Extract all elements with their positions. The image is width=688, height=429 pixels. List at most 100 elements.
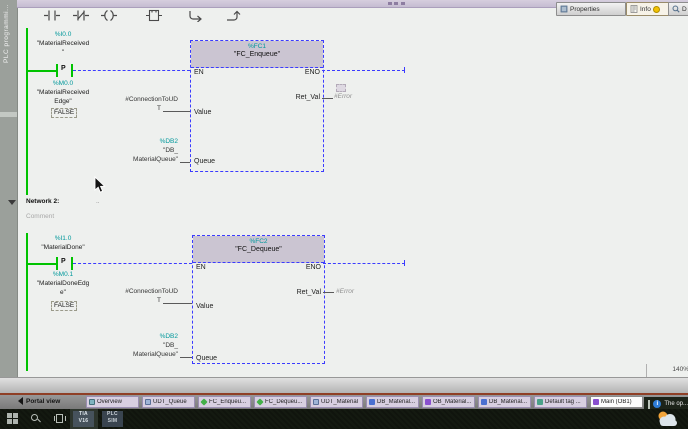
p-contact[interactable] (71, 257, 73, 270)
tab-label: DB_Material... (489, 399, 528, 405)
open-branch-icon[interactable] (188, 9, 204, 22)
ret-operand[interactable]: #Error (336, 288, 355, 295)
portal-view-arrow-icon (18, 397, 23, 405)
operand-material-received[interactable]: %I0.0 "MaterialReceived " (36, 31, 90, 56)
block-header: %FC1 "FC_Enqueue" (191, 41, 323, 68)
editor-bar-tab[interactable]: DB_Material... (366, 396, 419, 408)
monitor-value: FALSE (51, 301, 78, 311)
pin-value[interactable]: Value (196, 303, 214, 310)
operand-material-received-edge[interactable]: %M0.0 "MaterialReceived Edge" (36, 80, 90, 105)
editor-bar-tab[interactable]: Main (OB1) (590, 396, 643, 408)
network-title[interactable]: Network 2: (26, 198, 60, 205)
p-contact[interactable] (56, 257, 58, 270)
close-branch-icon[interactable] (225, 9, 241, 22)
operand-material-done[interactable]: %I1.0 "MaterialDone" (41, 235, 85, 251)
weather-icon[interactable] (653, 410, 681, 429)
tab-label: Default tag ... (545, 399, 581, 405)
tab-label: OB_Material... (433, 399, 472, 405)
diagnostics-button[interactable]: D (668, 2, 688, 16)
operand-db-material-queue[interactable]: %DB2 "DB_ MaterialQueue" (133, 138, 178, 163)
plc-programming-side-tab[interactable]: PLC programmi... (0, 0, 18, 377)
normally-open-contact-icon[interactable] (44, 9, 60, 22)
tab-label: Main (OB1) (601, 399, 632, 405)
pin-eno[interactable]: ENO (304, 69, 320, 76)
fc-icon (200, 398, 208, 406)
editor-bar-tab[interactable]: UDT_Material (310, 396, 363, 408)
pin-ret-val[interactable]: Ret_Val (296, 289, 321, 296)
task-view-icon[interactable] (54, 413, 66, 425)
wire-end (404, 67, 405, 73)
mouse-cursor (94, 175, 106, 199)
info-icon (630, 5, 638, 13)
editor-bar-tab[interactable]: FC_Dequeu... (254, 396, 307, 408)
editor-bar-tab[interactable]: FC_Enqueu... (198, 396, 251, 408)
editor-bar-tab[interactable]: Overview (86, 396, 139, 408)
taskbar-notification[interactable]: i The op... (644, 397, 688, 411)
operand-connection-to-udt[interactable]: #ConnectionToUD T (125, 288, 178, 304)
udt-icon (313, 399, 319, 405)
pin-queue[interactable]: Queue (196, 355, 218, 362)
pin-en[interactable]: EN (194, 69, 204, 76)
wire (163, 111, 190, 112)
empty-box-icon[interactable] (146, 9, 162, 22)
tab-label: UDT_Material (321, 399, 359, 405)
wire-selected (73, 70, 190, 71)
editor-bar-tab[interactable]: OB_Material... (422, 396, 475, 408)
monitor-value: FALSE (51, 108, 78, 118)
p-contact[interactable] (71, 64, 73, 77)
portal-view-button[interactable]: Portal view (18, 397, 60, 405)
wire (322, 98, 333, 99)
tab-label: FC_Enqueu... (209, 399, 247, 405)
normally-closed-contact-icon[interactable] (73, 9, 89, 22)
operand-db-material-queue[interactable]: %DB2 "DB_ MaterialQueue" (133, 333, 178, 358)
wire (323, 292, 334, 293)
wire-end (404, 260, 405, 266)
editor-bar-tab[interactable]: UDT_Queue (142, 396, 195, 408)
power-rail (26, 28, 28, 195)
pin-eno[interactable]: ENO (305, 264, 321, 271)
start-button[interactable] (7, 413, 19, 425)
editor-bar-tab[interactable]: Default tag ... (534, 396, 587, 408)
pin-queue[interactable]: Queue (194, 158, 216, 165)
tia-portal-taskbar-icon[interactable]: TIA V16 (73, 411, 94, 427)
network-collapse-icon[interactable] (8, 200, 16, 205)
pin-en[interactable]: EN (196, 264, 206, 271)
pin-ret-val[interactable]: Ret_Val (295, 94, 320, 101)
overview-icon (89, 399, 95, 405)
tagtable-icon (537, 399, 543, 405)
search-icon[interactable] (30, 413, 42, 425)
fc-enqueue-block[interactable]: %FC1 "FC_Enqueue" EN ENO Ret_Val Value Q… (190, 40, 324, 172)
properties-button[interactable]: Properties (556, 2, 626, 16)
operand-connection-to-udt[interactable]: #ConnectionToUD T (125, 96, 178, 112)
info-button[interactable]: Info (626, 2, 670, 16)
pin-value[interactable]: Value (194, 109, 212, 116)
wire-selected (322, 70, 405, 71)
warning-badge (652, 5, 660, 13)
wire (163, 303, 192, 304)
strip-mark (394, 2, 398, 5)
wire (180, 357, 192, 358)
diagnostics-icon (672, 5, 680, 13)
p-contact[interactable] (56, 64, 58, 77)
zoom-level[interactable]: 140% (646, 364, 688, 379)
ob-icon (593, 399, 599, 405)
network-comment[interactable]: Comment (26, 213, 55, 220)
coil-icon[interactable] (101, 9, 117, 22)
wire-selected (323, 263, 405, 264)
wire-selected (73, 263, 192, 264)
db-icon (481, 399, 487, 405)
editor-bar: Portal view Overview UDT_Queue FC_Enqueu..… (0, 393, 688, 411)
editor-bar-tabs: Overview UDT_Queue FC_Enqueu... FC_Dequeu..… (86, 396, 643, 408)
tab-label: Overview (97, 399, 123, 405)
ret-operand[interactable]: #Error (334, 93, 353, 100)
device-grid-icon (648, 399, 651, 409)
plcsim-taskbar-icon[interactable]: PLC SIM (102, 411, 123, 427)
strip-mark (401, 2, 405, 5)
notification-text: The op... (664, 401, 688, 407)
operand-material-done-edge[interactable]: %M0.1 "MaterialDoneEdg e" (36, 271, 90, 296)
info-circle-icon: i (653, 400, 662, 408)
properties-icon (560, 5, 568, 13)
editor-bar-tab[interactable]: DB_Material... (478, 396, 531, 408)
fc-dequeue-block[interactable]: %FC2 "FC_Dequeue" EN ENO Ret_Val Value Q… (192, 235, 325, 364)
